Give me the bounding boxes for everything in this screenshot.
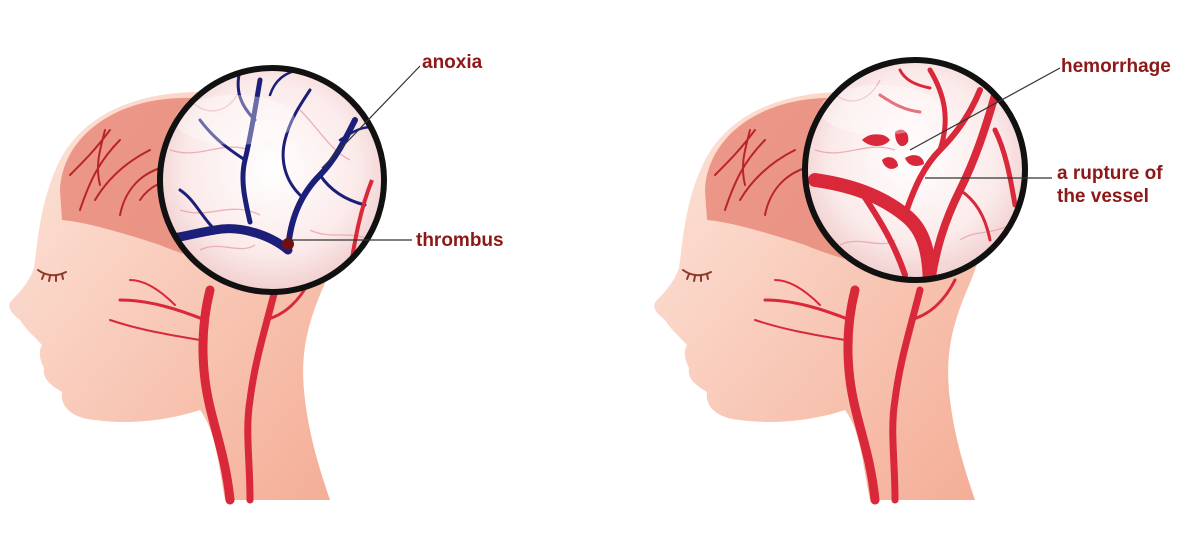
right-leader-lines [909, 67, 1061, 179]
ruptured-vessel-tree [808, 63, 1022, 280]
label-rupture-of-vessel: a rupture of the vessel [1057, 162, 1163, 208]
label-anoxia: anoxia [422, 52, 483, 73]
thrombus-clot [282, 238, 294, 250]
right-brain-vessels [714, 129, 806, 216]
right-eye-icon [682, 269, 712, 282]
label-rupture-line-2: the vessel [1057, 186, 1149, 207]
hemorrhage-blood-drops [862, 129, 924, 169]
right-neck-arteries [754, 278, 957, 505]
right-magnifier-lens [802, 57, 1028, 283]
left-leader-lines [292, 65, 421, 241]
label-hemorrhage: hemorrhage [1061, 56, 1171, 77]
left-magnifier-lens [157, 65, 387, 295]
left-neck-arteries [109, 278, 312, 505]
left-lens-capillaries [169, 89, 371, 251]
label-rupture-line-1: a rupture of [1057, 163, 1163, 184]
left-eye-icon [37, 269, 67, 282]
label-thrombus: thrombus [416, 230, 504, 251]
